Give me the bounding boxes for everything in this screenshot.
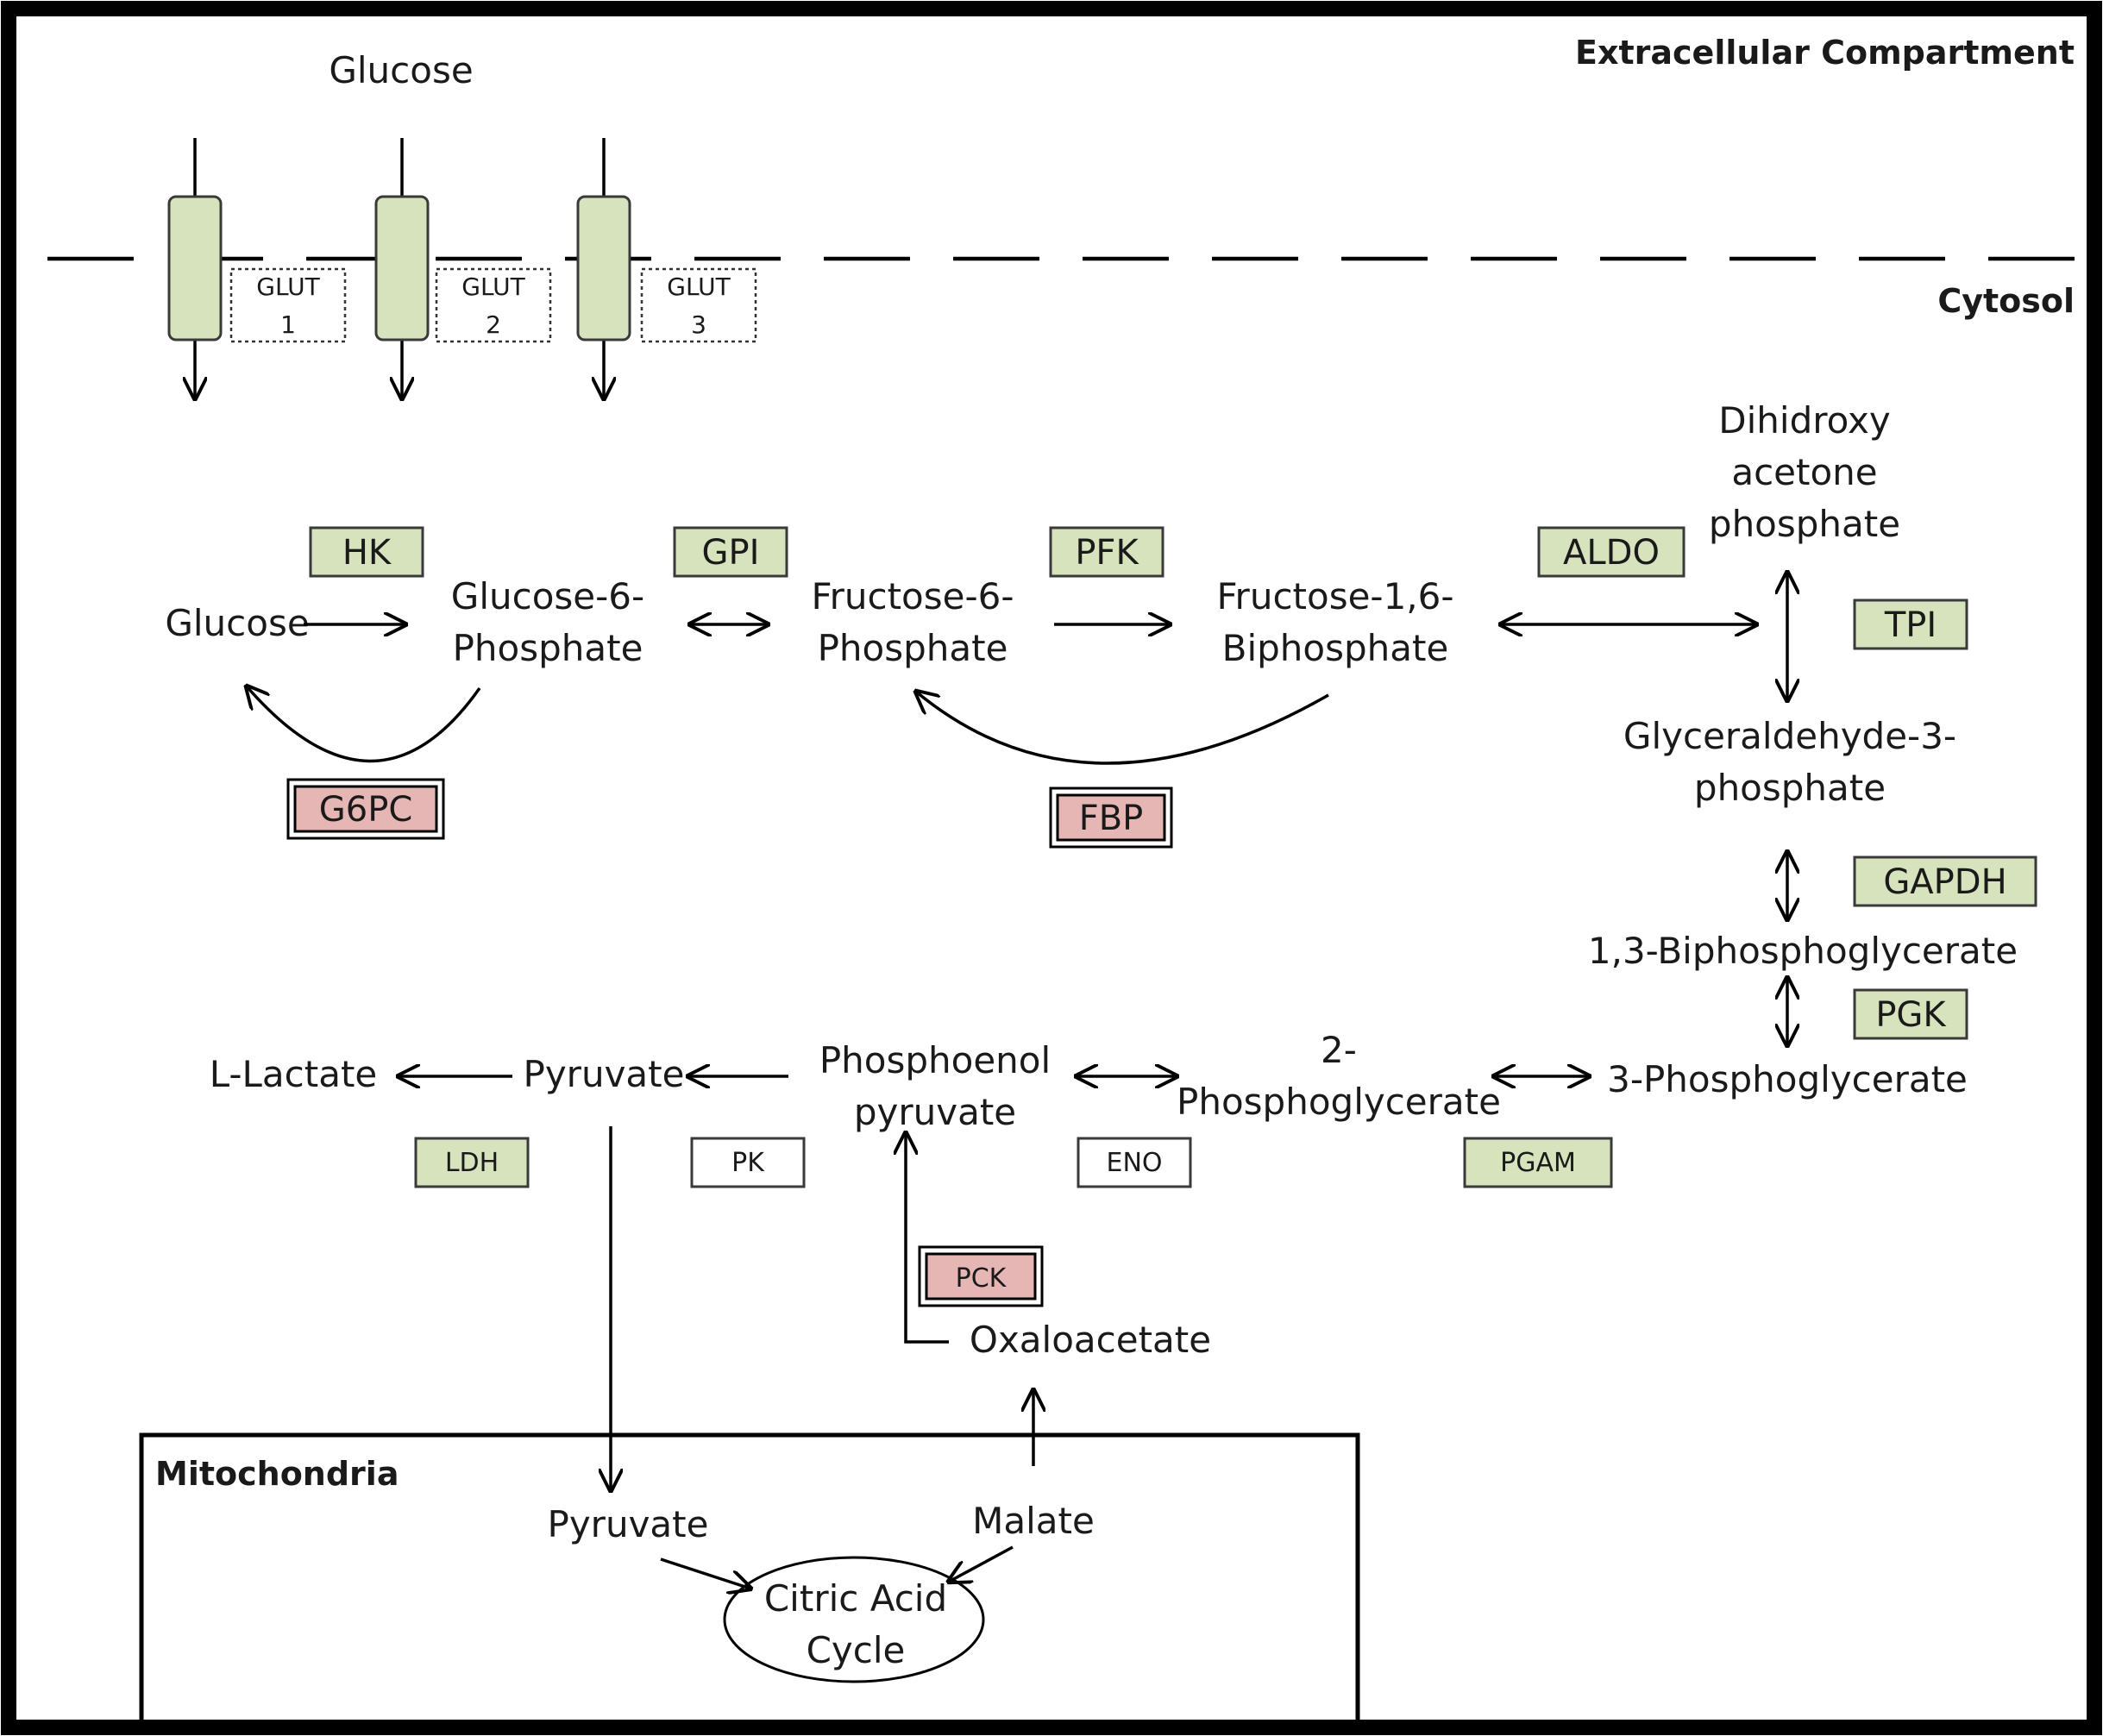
svg-text:ENO: ENO bbox=[1106, 1148, 1162, 1178]
glut2-transporter: GLUT 2 bbox=[374, 138, 552, 398]
svg-text:FBP: FBP bbox=[1079, 799, 1144, 838]
glut1-box bbox=[229, 267, 347, 343]
arrow-malate-tca bbox=[949, 1545, 1014, 1582]
svg-text:PGAM: PGAM bbox=[1500, 1148, 1576, 1178]
svg-text:LDH: LDH bbox=[445, 1148, 499, 1178]
glucose-6-phosphate-label: Glucose-6- bbox=[451, 575, 644, 617]
glut2-box bbox=[435, 267, 552, 343]
svg-text:GLUT: GLUT bbox=[256, 273, 320, 301]
svg-text:GLUT: GLUT bbox=[461, 273, 525, 301]
pgam-enzyme: PGAM bbox=[1463, 1137, 1613, 1188]
glut3-box bbox=[640, 267, 757, 343]
arrow-g6pc bbox=[247, 686, 481, 763]
svg-text:G6PC: G6PC bbox=[319, 790, 413, 830]
extracellular-glucose-label: Glucose bbox=[329, 49, 473, 91]
svg-text:GPI: GPI bbox=[702, 533, 760, 573]
glut1-transporter: GLUT 1 bbox=[167, 138, 347, 398]
gapdh-enzyme: GAPDH bbox=[1853, 855, 2037, 907]
citric-acid-cycle-label: Citric Acid bbox=[764, 1577, 947, 1620]
fructose-6-phosphate-label: Fructose-6- bbox=[812, 575, 1014, 617]
svg-text:PFK: PFK bbox=[1075, 533, 1139, 573]
eno-enzyme: ENO bbox=[1077, 1137, 1192, 1188]
2pg-label: 2- bbox=[1321, 1029, 1357, 1071]
svg-text:TPI: TPI bbox=[1884, 605, 1937, 645]
pgk-enzyme: PGK bbox=[1853, 988, 1968, 1040]
svg-text:GAPDH: GAPDH bbox=[1883, 862, 2006, 902]
glucose-label: Glucose bbox=[165, 602, 309, 644]
3pg-label: 3-Phosphoglycerate bbox=[1607, 1058, 1968, 1100]
mito-pyruvate-label: Pyruvate bbox=[548, 1503, 709, 1545]
pck-enzyme: PCK bbox=[918, 1245, 1044, 1307]
fructose-6-phosphate-label-2: Phosphate bbox=[818, 627, 1008, 669]
gap-label-2: phosphate bbox=[1694, 767, 1886, 809]
pep-label: Phosphoenol bbox=[819, 1039, 1051, 1081]
cytosol-label: Cytosol bbox=[1937, 282, 2075, 320]
arrow-fbp bbox=[916, 692, 1329, 765]
svg-text:ALDO: ALDO bbox=[1563, 533, 1660, 573]
hk-enzyme: HK bbox=[309, 526, 424, 578]
svg-text:2: 2 bbox=[486, 310, 501, 339]
pfk-enzyme: PFK bbox=[1049, 526, 1164, 578]
svg-text:1: 1 bbox=[280, 310, 296, 339]
fbp-enzyme: FBP bbox=[1049, 787, 1173, 849]
mitochondria-box bbox=[139, 1432, 1360, 1731]
svg-text:PK: PK bbox=[731, 1148, 765, 1178]
lactate-label: L-Lactate bbox=[210, 1053, 378, 1095]
tpi-enzyme: TPI bbox=[1853, 599, 1968, 650]
2pg-label-2: Phosphoglycerate bbox=[1177, 1081, 1501, 1123]
svg-text:3: 3 bbox=[691, 310, 706, 339]
pk-enzyme: PK bbox=[690, 1137, 806, 1188]
bpg-label: 1,3-Biphosphoglycerate bbox=[1588, 930, 2018, 972]
pyruvate-label: Pyruvate bbox=[524, 1053, 685, 1095]
citric-acid-cycle-label-2: Cycle bbox=[807, 1629, 906, 1671]
svg-text:GLUT: GLUT bbox=[667, 273, 731, 301]
dhap-label-3: phosphate bbox=[1709, 503, 1900, 545]
glut3-transporter: GLUT 3 bbox=[576, 138, 757, 398]
arrow-oxaloacetate-pep bbox=[906, 1133, 949, 1344]
svg-text:PGK: PGK bbox=[1875, 995, 1947, 1035]
arrow-pyruvate-tca bbox=[660, 1557, 750, 1589]
mitochondria-label: Mitochondria bbox=[155, 1455, 399, 1493]
g6pc-enzyme: G6PC bbox=[286, 778, 445, 840]
citric-acid-cycle bbox=[723, 1556, 985, 1683]
glucose-6-phosphate-label-2: Phosphate bbox=[453, 627, 643, 669]
aldo-enzyme: ALDO bbox=[1537, 526, 1686, 578]
svg-text:HK: HK bbox=[342, 533, 392, 573]
ldh-enzyme: LDH bbox=[414, 1137, 530, 1188]
dhap-label: Dihidroxy bbox=[1718, 399, 1890, 442]
pep-label-2: pyruvate bbox=[854, 1091, 1016, 1133]
oxaloacetate-label: Oxaloacetate bbox=[970, 1319, 1211, 1361]
svg-text:PCK: PCK bbox=[956, 1263, 1008, 1294]
fructose-1-6-biphosphate-label-2: Biphosphate bbox=[1222, 627, 1449, 669]
gap-label: Glyceraldehyde-3- bbox=[1623, 715, 1956, 757]
extracellular-label: Extracellular Compartment bbox=[1575, 34, 2075, 72]
dhap-label-2: acetone bbox=[1731, 451, 1877, 493]
gpi-enzyme: GPI bbox=[673, 526, 788, 578]
fructose-1-6-biphosphate-label: Fructose-1,6- bbox=[1216, 575, 1453, 617]
malate-label: Malate bbox=[972, 1500, 1095, 1542]
